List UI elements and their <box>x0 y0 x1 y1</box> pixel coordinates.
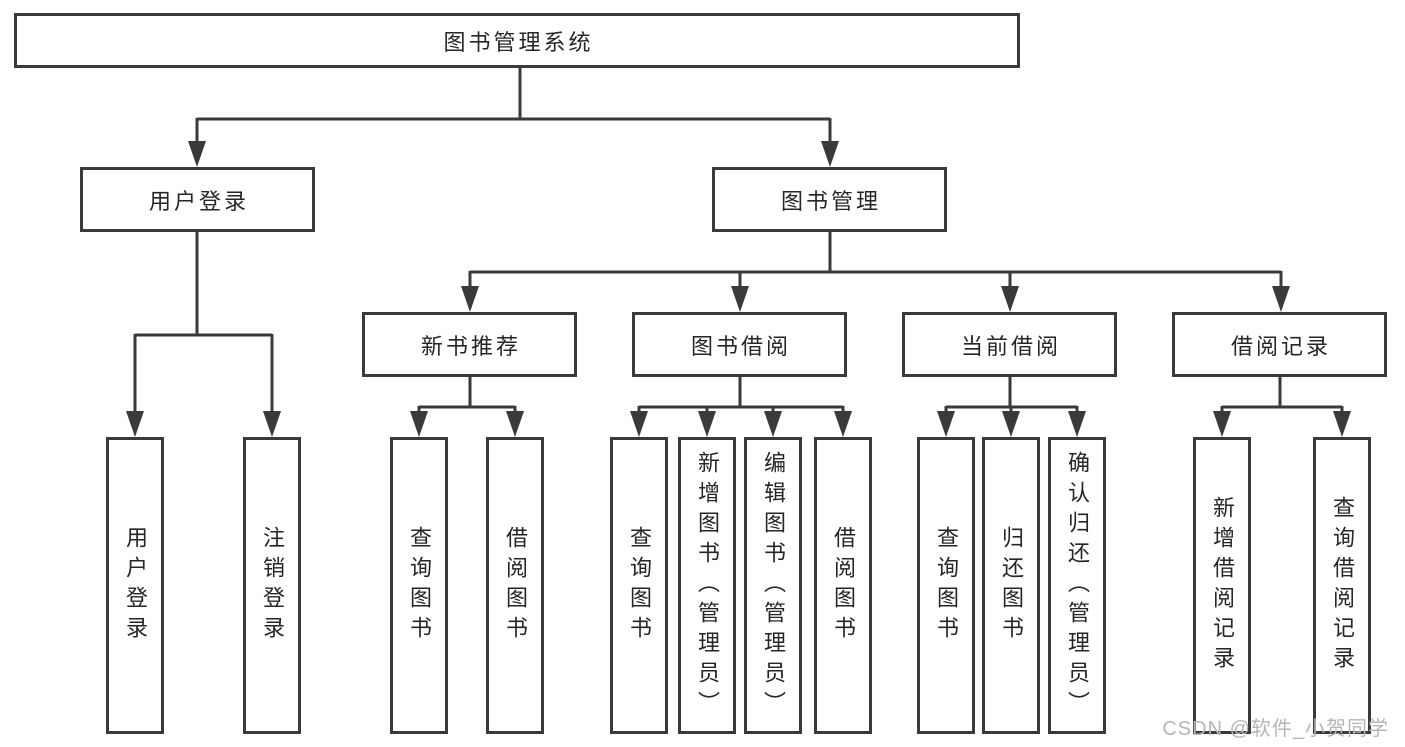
node-query-borrow-record: 查询借阅记录 <box>1313 437 1371 734</box>
node-label: 查询图书 <box>934 525 959 646</box>
node-query-books: 查询图书 <box>610 437 668 734</box>
node-borrow-books: 借阅图书 <box>486 437 544 734</box>
node-label: 新增图书（管理员） <box>695 450 720 721</box>
node-add-borrow-record: 新增借阅记录 <box>1193 437 1251 734</box>
arrowheads <box>126 141 1351 437</box>
node-user-login-action: 用户登录 <box>106 437 164 734</box>
csdn-watermark: CSDN @软件_小贺同学 <box>1162 718 1389 740</box>
node-label: 确认归还（管理员） <box>1065 450 1090 721</box>
node-label: 新增借阅记录 <box>1210 495 1235 676</box>
node-edit-book-admin: 编辑图书（管理员） <box>744 437 802 734</box>
node-label: 查询借阅记录 <box>1330 495 1355 676</box>
node-book-borrowing: 图书借阅 <box>632 312 847 377</box>
node-confirm-return-admin: 确认归还（管理员） <box>1048 437 1106 734</box>
node-logout-action: 注销登录 <box>243 437 301 734</box>
node-query-books: 查询图书 <box>390 437 448 734</box>
node-label: 用户登录 <box>123 525 148 646</box>
node-new-book-recommendation: 新书推荐 <box>362 312 577 377</box>
node-borrow-books: 借阅图书 <box>814 437 872 734</box>
node-return-books: 归还图书 <box>982 437 1040 734</box>
node-library-management-system: 图书管理系统 <box>14 13 1020 68</box>
node-label: 借阅图书 <box>503 525 528 646</box>
node-book-management-branch: 图书管理 <box>712 167 947 232</box>
node-add-book-admin: 新增图书（管理员） <box>678 437 736 734</box>
node-user-login-branch: 用户登录 <box>80 167 315 232</box>
node-label: 归还图书 <box>999 525 1024 646</box>
node-label: 注销登录 <box>260 525 285 646</box>
node-label: 查询图书 <box>627 525 652 646</box>
node-label: 编辑图书（管理员） <box>761 450 786 721</box>
node-current-borrowing: 当前借阅 <box>902 312 1117 377</box>
node-query-books: 查询图书 <box>917 437 975 734</box>
node-label: 查询图书 <box>407 525 432 646</box>
node-borrowing-records: 借阅记录 <box>1172 312 1387 377</box>
node-label: 借阅图书 <box>831 525 856 646</box>
